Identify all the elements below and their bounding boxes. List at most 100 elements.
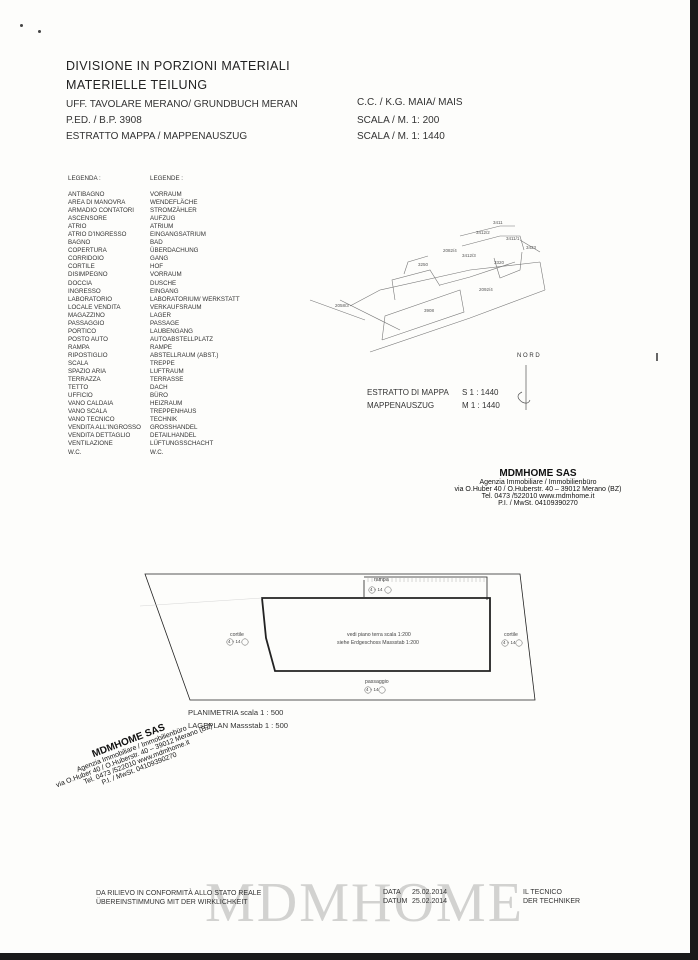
map-line — [349, 261, 541, 307]
legend-heading-de: LEGENDE : — [150, 175, 184, 182]
conformity-german: ÜBEREINSTIMMUNG MIT DER WIRKLICHKEIT — [96, 899, 248, 906]
map-line — [493, 251, 523, 279]
legend-item: RAMPE — [150, 343, 173, 351]
parcel-label: 3908 — [424, 308, 435, 313]
parcel-label: 3433 — [526, 245, 537, 250]
map-line — [309, 299, 366, 321]
legend-item: VANO CALDAIA — [68, 400, 114, 408]
date-label-de: DATUM — [383, 898, 408, 905]
legend-item: CORRIDOIO — [68, 255, 104, 263]
legend-item: ANTIBAGNO — [68, 191, 105, 198]
legend-item: LAUBENGANG — [150, 327, 193, 335]
map-line — [439, 261, 516, 286]
legend-item: GROSSHANDEL — [150, 424, 198, 432]
legend-item: COPERTURA — [68, 247, 107, 255]
legend-item: DISIMPEGNO — [68, 271, 108, 279]
company-stamp: MDMHOME SAS Agenzia Immobiliare / Immobi… — [443, 468, 633, 507]
parcel-label: 2082/4 — [443, 248, 457, 253]
scale-200: SCALA / M. 1: 200 — [357, 115, 440, 126]
parcel-label: 2092/4 — [479, 287, 493, 292]
parcel-label: 3412/3 — [462, 253, 476, 258]
scan-speck — [38, 30, 41, 33]
map-line — [391, 269, 441, 301]
legend-item: W.C. — [68, 448, 82, 456]
parcel-outline-3908 — [381, 289, 465, 341]
legend-item: TREPPE — [150, 359, 175, 367]
title-italian: DIVISIONE IN PORZIONI MATERIALI — [66, 59, 291, 73]
legend-item: PASSAGE — [150, 319, 180, 327]
legend-item: TERRAZZA — [68, 376, 101, 384]
map-line — [339, 299, 401, 331]
watermark: MDMHOME — [205, 872, 524, 934]
map-line — [459, 225, 515, 237]
ref-circle — [515, 639, 523, 647]
ref-circle — [384, 586, 392, 594]
ref-circle — [241, 638, 249, 646]
legend-item: HEIZRAUM — [150, 400, 183, 408]
legend-item: LABORATORIO — [68, 295, 113, 303]
legend-item: SCALA — [68, 359, 89, 367]
legend-item: TETTO — [68, 384, 89, 392]
legend-item: ATRIO — [68, 223, 87, 231]
legend-item: LUFTRAUM — [150, 368, 184, 376]
legend-item: VANO SCALA — [68, 408, 108, 416]
map-extract-label: ESTRATTO MAPPA / MAPPENAUSZUG — [66, 131, 248, 142]
parcel-label: 3412/2 — [476, 230, 490, 235]
legend-item: INGRESSO — [68, 287, 101, 295]
legend-item: GANG — [150, 255, 169, 263]
legend-item: VERKAUFSRAUM — [150, 303, 202, 311]
map-line — [403, 255, 429, 275]
north-label: N O R D — [517, 353, 540, 359]
stamp-line-address: via O.Huber 40 / O.Huberstr. 40 – 39012 … — [454, 486, 622, 493]
legend-item: LAGER — [150, 311, 171, 319]
building-outline — [261, 597, 491, 672]
stamp-line-contact: Tel. 0473 /522010 www.mdmhome.it — [481, 493, 595, 500]
legend-item: CORTILE — [68, 263, 95, 271]
legend-item: BAGNO — [68, 239, 91, 247]
planimetria-scale: PLANIMETRIA scala 1 : 500 — [188, 708, 284, 717]
legend-item: ASCENSORE — [68, 215, 107, 223]
date-value-it: 25.02.2014 — [412, 889, 448, 896]
scan-speck — [20, 24, 23, 27]
scale-1440: SCALA / M. 1: 1440 — [357, 131, 445, 142]
passage-label: passaggio — [365, 679, 389, 685]
legend-item: EINGANGSATRIUM — [150, 231, 206, 239]
ref-circle — [226, 638, 234, 646]
legend-item: MAGAZZINO — [68, 311, 105, 319]
map-extract-it: ESTRATTO DI MAPPA — [367, 388, 449, 397]
courtyard-right-ref: 4 ÷ 14 — [503, 640, 516, 645]
ground-floor-note-de: siehe Erdgeschoss Massstab 1:200 — [337, 640, 419, 646]
parcel-number: P.ED. / B.P. 3908 — [66, 115, 142, 126]
legend-item: W.C. — [150, 448, 164, 456]
parcel-label: 3320 — [494, 260, 505, 265]
legend-item: TERRASSE — [150, 376, 184, 384]
legend-item: VENDITA ALL'INGROSSO — [68, 424, 141, 432]
map-extract-de: MAPPENAUSZUG — [367, 401, 435, 410]
plot-outline — [144, 573, 536, 701]
legend-item: SPAZIO ARIA — [68, 368, 107, 376]
legend-item: AUTOABSTELLPLATZ — [150, 335, 214, 343]
legend-item: TREPPENHAUS — [150, 408, 197, 416]
parcel-label: 3250 — [418, 262, 429, 267]
legend-item: BÜRO — [150, 392, 168, 400]
legend-item: LÜFTUNGSSCHACHT — [150, 440, 214, 448]
legend-item: VENDITA DETTAGLIO — [68, 432, 131, 440]
legend-item: STROMZÄHLER — [150, 207, 197, 215]
legend-item: AUFZUG — [150, 215, 176, 223]
stamp-line-vat: P.I. / MwSt. 04109390270 — [498, 500, 578, 507]
legend-item: ARMADIO CONTATORI — [68, 207, 134, 215]
north-arrow-icon — [517, 365, 531, 410]
legend-item: DACH — [150, 384, 168, 392]
legend-item: RIPOSTIGLIO — [68, 351, 108, 359]
lageplan-scale: LAGEPLAN Massstab 1 : 500 — [188, 721, 289, 730]
scan-speck — [656, 353, 658, 361]
conformity-italian: DA RILIEVO IN CONFORMITÀ ALLO STATO REAL… — [96, 890, 262, 897]
legend-item: BAD — [150, 239, 163, 247]
parcel-label: 3411 — [493, 220, 503, 225]
ref-circle — [378, 686, 386, 694]
map-line — [519, 239, 541, 253]
